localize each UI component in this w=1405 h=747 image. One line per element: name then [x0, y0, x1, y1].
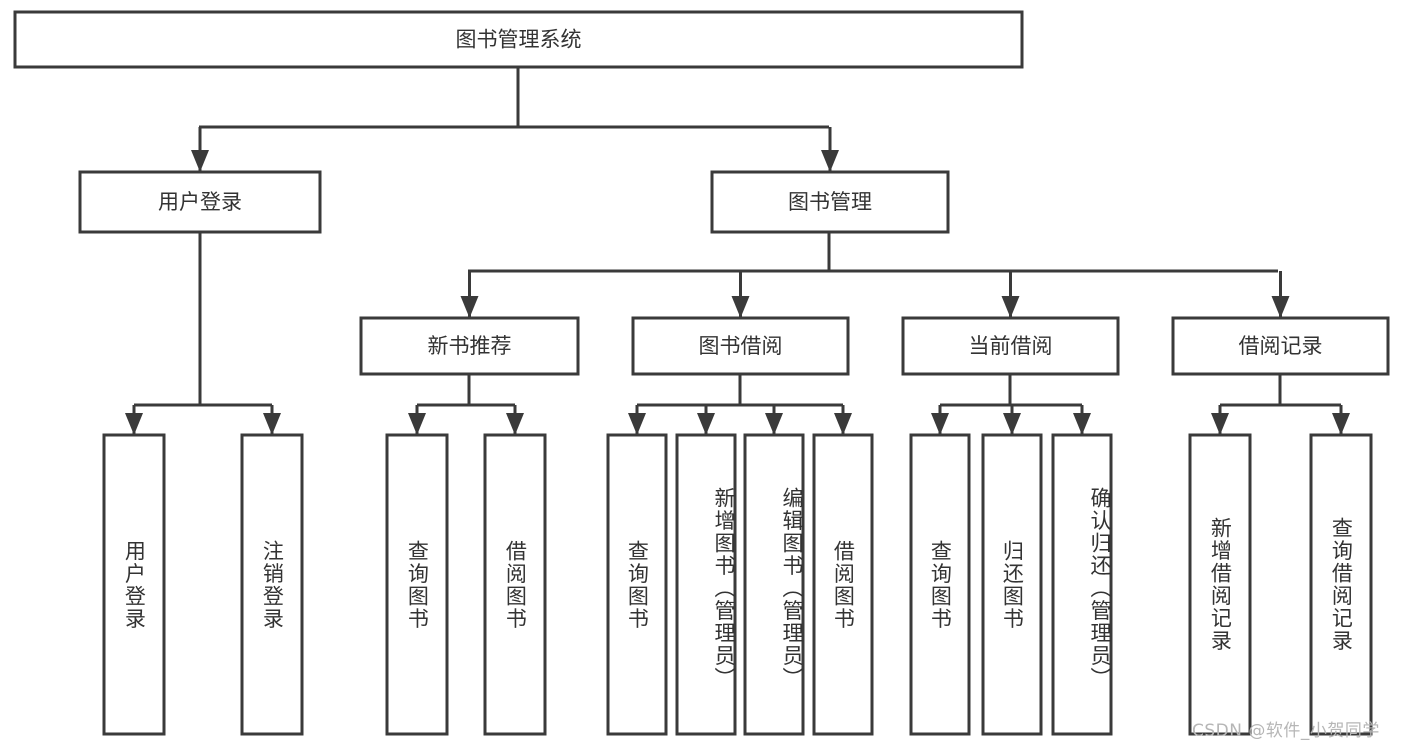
arrow-down-icon-user-login [191, 150, 209, 172]
arrow-down-icon-leaf-query-book-2 [628, 413, 646, 435]
node-box-new-book-rec[interactable] [359, 316, 580, 376]
node-label-book-borrow: 图书借阅 [699, 334, 783, 358]
node-box-leaf-confirm-return[interactable] [1051, 433, 1113, 736]
node-box-leaf-add-book[interactable] [675, 433, 737, 736]
arrow-down-icon-leaf-query-book-1 [408, 413, 426, 435]
arrow-down-icon-current-borrow [1001, 296, 1020, 318]
arrow-down-icon-leaf-edit-book [765, 413, 783, 435]
arrow-down-icon-book-borrow [731, 296, 750, 318]
node-box-leaf-borrow-book-2[interactable] [812, 433, 874, 736]
node-label-current-borrow: 当前借阅 [969, 334, 1053, 358]
node-label-root: 图书管理系统 [456, 28, 582, 52]
arrow-down-icon-book-manage [821, 150, 839, 172]
arrow-down-icon-leaf-query-record [1332, 413, 1350, 435]
node-box-leaf-query-book-3[interactable] [909, 433, 971, 736]
arrow-down-icon-leaf-borrow-book-2 [834, 413, 852, 435]
node-box-current-borrow[interactable] [901, 316, 1120, 376]
node-box-book-manage[interactable] [710, 170, 950, 234]
node-box-root[interactable] [13, 10, 1024, 69]
node-box-borrow-record[interactable] [1171, 316, 1390, 376]
arrow-down-icon-leaf-user-login [125, 413, 143, 435]
node-box-leaf-add-record[interactable] [1188, 433, 1252, 736]
node-box-leaf-borrow-book-1[interactable] [483, 433, 547, 736]
node-box-leaf-query-book-1[interactable] [385, 433, 449, 736]
connectors-layer [125, 67, 1350, 435]
arrow-down-icon-leaf-add-record [1211, 413, 1229, 435]
node-label-book-manage: 图书管理 [788, 190, 872, 214]
node-box-user-login[interactable] [78, 170, 322, 234]
node-label-borrow-record: 借阅记录 [1239, 334, 1323, 358]
node-box-leaf-return-book[interactable] [981, 433, 1043, 736]
arrow-down-icon-borrow-record [1271, 296, 1290, 318]
node-box-leaf-query-record[interactable] [1309, 433, 1373, 736]
node-box-leaf-query-book-2[interactable] [606, 433, 668, 736]
csdn-watermark: CSDN @软件_小贺同学 [1192, 721, 1380, 741]
node-box-book-borrow[interactable] [631, 316, 850, 376]
node-box-leaf-user-login[interactable] [102, 433, 166, 736]
arrow-down-icon-leaf-query-book-3 [931, 413, 949, 435]
arrow-down-icon-new-book-rec [460, 296, 479, 318]
node-box-leaf-logout[interactable] [240, 433, 304, 736]
arrow-down-icon-leaf-confirm-return [1073, 413, 1091, 435]
node-label-new-book-rec: 新书推荐 [428, 334, 512, 358]
arrow-down-icon-leaf-borrow-book-1 [506, 413, 524, 435]
arrow-down-icon-leaf-logout [263, 413, 281, 435]
arrow-down-icon-leaf-return-book [1003, 413, 1021, 435]
node-label-user-login: 用户登录 [158, 190, 242, 214]
arrow-down-icon-leaf-add-book [697, 413, 715, 435]
node-box-leaf-edit-book[interactable] [743, 433, 805, 736]
